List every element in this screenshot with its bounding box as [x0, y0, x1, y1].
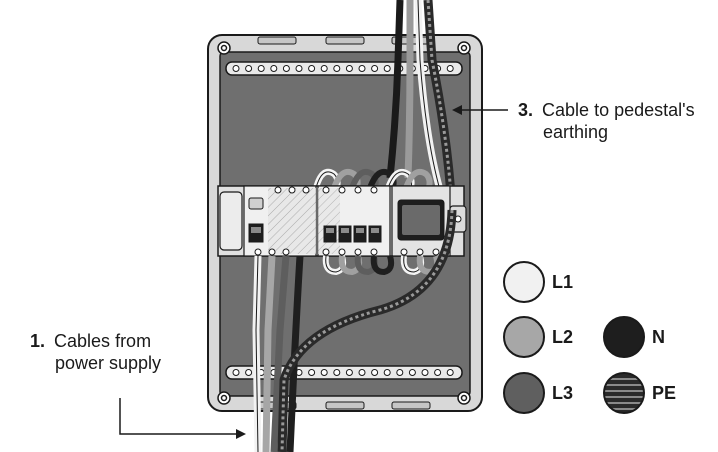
terminal-hole	[396, 369, 404, 376]
terminal-hole	[434, 369, 442, 376]
callout-3-arrow	[452, 105, 508, 115]
top-terminal-rail	[225, 61, 463, 76]
legend-swatch-n	[603, 316, 645, 358]
terminal-hole	[333, 369, 341, 376]
callout-1-arrow	[119, 398, 246, 439]
callout-cables-from-power-supply: 1. Cables from power supply	[30, 330, 161, 374]
callout-1-line1: Cables from	[54, 331, 152, 351]
terminal-hole	[282, 65, 290, 72]
callout-3-number: 3.	[518, 100, 534, 120]
callout-3-line1: Cable to pedestal's	[542, 100, 695, 120]
terminal-hole	[345, 65, 353, 72]
terminal-hole	[446, 369, 454, 376]
terminal-hole	[245, 369, 253, 376]
terminal-hole	[232, 65, 240, 72]
terminal-hole	[371, 369, 379, 376]
terminal-hole	[232, 369, 240, 376]
legend-swatch-l2	[503, 316, 545, 358]
legend-swatch-pe	[603, 372, 645, 414]
callout-1-number: 1.	[30, 331, 46, 351]
terminal-hole	[320, 369, 328, 376]
legend-label-l2: L2	[552, 327, 574, 347]
terminal-hole	[383, 369, 391, 376]
legend-label-l3: L3	[552, 383, 574, 403]
din-rail-devices	[217, 185, 467, 257]
corner-screws	[217, 41, 471, 405]
legend-label-n: N	[652, 327, 665, 347]
terminal-hole	[308, 369, 316, 376]
terminal-hole	[446, 65, 454, 72]
terminal-hole	[257, 65, 265, 72]
bottom-terminal-rail	[225, 365, 463, 380]
terminal-hole	[358, 369, 366, 376]
terminal-hole	[345, 369, 353, 376]
terminal-hole	[308, 65, 316, 72]
callout-3-line2: earthing	[543, 122, 609, 142]
terminal-hole	[333, 65, 341, 72]
terminal-hole	[295, 65, 303, 72]
callout-1-line2: power supply	[55, 353, 162, 373]
terminal-hole	[245, 65, 253, 72]
legend-swatch-l3	[503, 372, 545, 414]
terminal-hole	[270, 65, 278, 72]
callout-cable-to-earthing: 3. Cable to pedestal's earthing	[518, 99, 695, 143]
legend-label-l1: L1	[552, 272, 574, 292]
terminal-hole	[320, 65, 328, 72]
legend-label-pe: PE	[652, 383, 677, 403]
supply-cable-bundle	[252, 209, 457, 452]
legend-swatch-l1	[503, 261, 545, 303]
terminal-hole	[371, 65, 379, 72]
terminal-hole	[408, 369, 416, 376]
terminal-hole	[421, 369, 429, 376]
top-loop-wires	[313, 168, 433, 192]
terminal-hole	[358, 65, 366, 72]
terminal-hole	[383, 65, 391, 72]
legend-swatches	[503, 261, 645, 414]
